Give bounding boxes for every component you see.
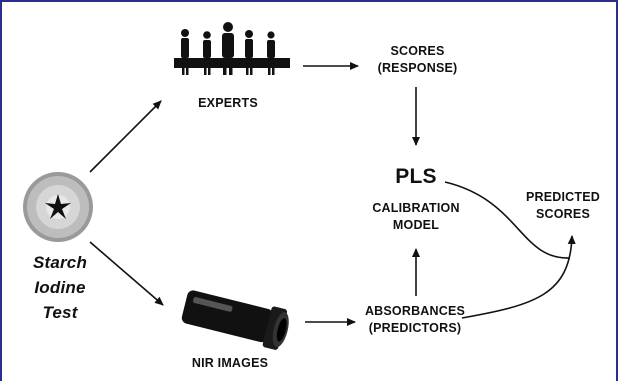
curve-absorbances-to-predicted xyxy=(461,235,576,319)
experts-label: EXPERTS xyxy=(198,96,258,110)
absorbances-predictors-label: ABSORBANCES (PREDICTORS) xyxy=(355,303,475,337)
starch-iodine-test-label: Starch Iodine Test xyxy=(22,250,98,325)
experts-people-icon xyxy=(174,22,290,75)
absorbances-line-1: ABSORBANCES xyxy=(364,304,466,318)
arrow-apple-to-experts xyxy=(89,100,162,173)
calibration-line-1: CALIBRATION xyxy=(372,201,460,215)
scores-line-1: SCORES xyxy=(390,44,445,58)
nir-camera-icon xyxy=(181,290,289,350)
starch-line-2: Iodine xyxy=(34,278,86,297)
absorbances-line-2: (PREDICTORS) xyxy=(368,321,462,335)
nir-images-label: NIR IMAGES xyxy=(191,356,269,370)
calibration-model-label: CALIBRATION MODEL xyxy=(365,200,467,234)
predicted-line-1: PREDICTED xyxy=(525,190,601,204)
curve-pls-to-predicted xyxy=(444,181,571,259)
calibration-line-2: MODEL xyxy=(392,218,440,232)
starch-line-3: Test xyxy=(42,303,78,322)
arrow-apple-to-nir xyxy=(89,241,164,306)
starch-line-1: Starch xyxy=(32,253,88,272)
predicted-scores-label: PREDICTED SCORES xyxy=(518,189,608,223)
scores-response-label: SCORES (RESPONSE) xyxy=(370,43,465,77)
pls-label: PLS xyxy=(395,165,437,188)
scores-line-2: (RESPONSE) xyxy=(377,61,458,75)
predicted-line-2: SCORES xyxy=(536,207,590,221)
apple-slice-icon xyxy=(23,172,93,242)
